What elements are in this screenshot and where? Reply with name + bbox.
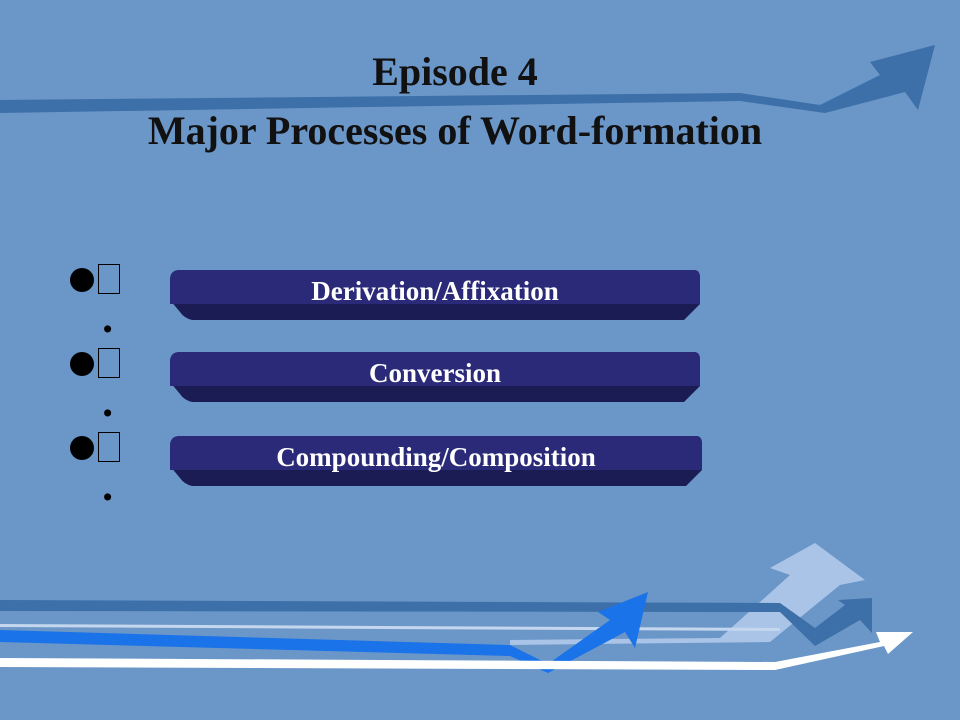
- top-arrow-shape: [0, 45, 935, 113]
- thin-line-shape: [0, 624, 780, 631]
- slide-title-episode: Episode 4: [372, 49, 538, 94]
- process-label: Derivation/Affixation: [311, 276, 559, 306]
- process-pill: Derivation/Affixation: [170, 270, 700, 320]
- white-arrow-shape: [0, 632, 913, 670]
- filled-circle-bullet-icon: [70, 268, 94, 292]
- process-label: Conversion: [368, 358, 501, 388]
- numeral-placeholder-icon: [98, 264, 120, 294]
- roman-numeral: .: [98, 259, 120, 341]
- pill-shape-icon: [170, 436, 702, 486]
- process-pill: Compounding/Composition: [170, 436, 702, 486]
- numeral-placeholder-icon: [98, 432, 120, 462]
- process-label: Compounding/Composition: [276, 442, 596, 472]
- process-pill: Conversion: [170, 352, 700, 402]
- pill-shape-icon: [170, 270, 700, 320]
- numeral-placeholder-icon: [98, 348, 120, 378]
- roman-numeral: .: [98, 343, 120, 425]
- lower-dark-arrow-shape: [0, 598, 872, 646]
- bright-arrow-shape: [0, 592, 648, 673]
- light-arrow-shape: [510, 543, 865, 645]
- pill-shape-icon: [170, 352, 700, 402]
- filled-circle-bullet-icon: [70, 436, 94, 460]
- roman-numeral: .: [98, 427, 120, 509]
- filled-circle-bullet-icon: [70, 352, 94, 376]
- slide-title-main: Major Processes of Word-formation: [147, 108, 763, 153]
